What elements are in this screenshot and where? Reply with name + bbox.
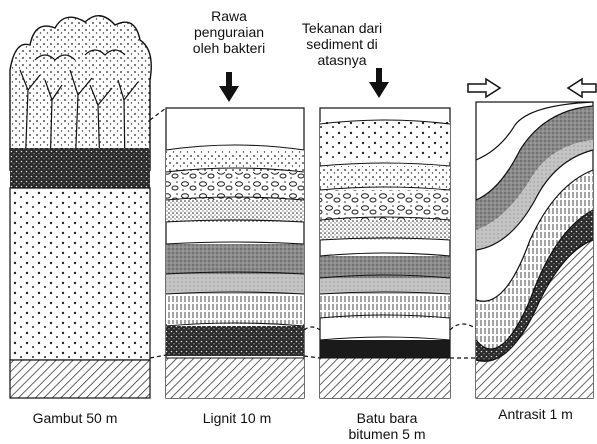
bituminous-column [320, 108, 450, 398]
lignite-light-layer [166, 274, 304, 294]
lignite-streaked-layer [166, 200, 304, 222]
stage-label-antrasit: Antrasit 1 m [478, 406, 593, 422]
annotation-tekanan-line-2: sediment di [280, 36, 404, 52]
lignite-mid-layer [166, 244, 304, 274]
bitumen-coal-seam [320, 340, 450, 358]
stage-label-gambut-text: Gambut 50 m [0, 410, 150, 426]
stage-label-bitumen: Batu bara bitumen 5 m [322, 410, 452, 442]
annotation-rawa: Rawa penguraian oleh bakteri [168, 8, 290, 56]
compression-arrow-left [568, 79, 596, 97]
downward-arrow-rawa [219, 72, 239, 102]
annotation-tekanan: Tekanan dari sediment di atasnya [280, 20, 404, 68]
stage-label-gambut: Gambut 50 m [0, 410, 150, 426]
stage-label-bitumen-line-1: Batu bara [322, 410, 452, 426]
bitumen-vline-layer [320, 294, 450, 318]
annotation-rawa-line-1: Rawa [168, 8, 290, 24]
anthracite-column [476, 102, 593, 398]
peat-layer [10, 188, 150, 360]
stage-label-lignit-text: Lignit 10 m [170, 410, 304, 426]
annotation-rawa-line-2: penguraian [168, 24, 290, 40]
bitumen-dotted-top [320, 122, 450, 162]
downward-arrow-tekanan [369, 68, 389, 98]
annotation-tekanan-line-3: atasnya [280, 52, 404, 68]
lignite-coal-seam [166, 326, 304, 356]
lignite-dotted-top [166, 150, 304, 172]
annotation-tekanan-line-1: Tekanan dari [280, 20, 404, 36]
bitumen-streaked-layer [320, 220, 450, 240]
bitumen-pebble-layer [320, 190, 450, 220]
peat-column [10, 16, 151, 398]
stage-label-lignit: Lignit 10 m [170, 410, 304, 426]
stage-label-bitumen-line-2: bitumen 5 m [322, 426, 452, 442]
peat-bedrock [10, 360, 150, 398]
compression-arrow-right [468, 79, 500, 97]
lignite-pebble-layer [166, 172, 304, 200]
bitumen-bedrock [320, 358, 450, 398]
lignite-column [166, 108, 304, 398]
annotation-rawa-line-3: oleh bakteri [168, 40, 290, 56]
lignite-bedrock [166, 358, 304, 398]
peat-dark-band [10, 148, 150, 188]
bitumen-dotted-layer [320, 166, 450, 188]
stage-label-antrasit-text: Antrasit 1 m [478, 406, 593, 422]
lignite-vline-layer [166, 294, 304, 324]
